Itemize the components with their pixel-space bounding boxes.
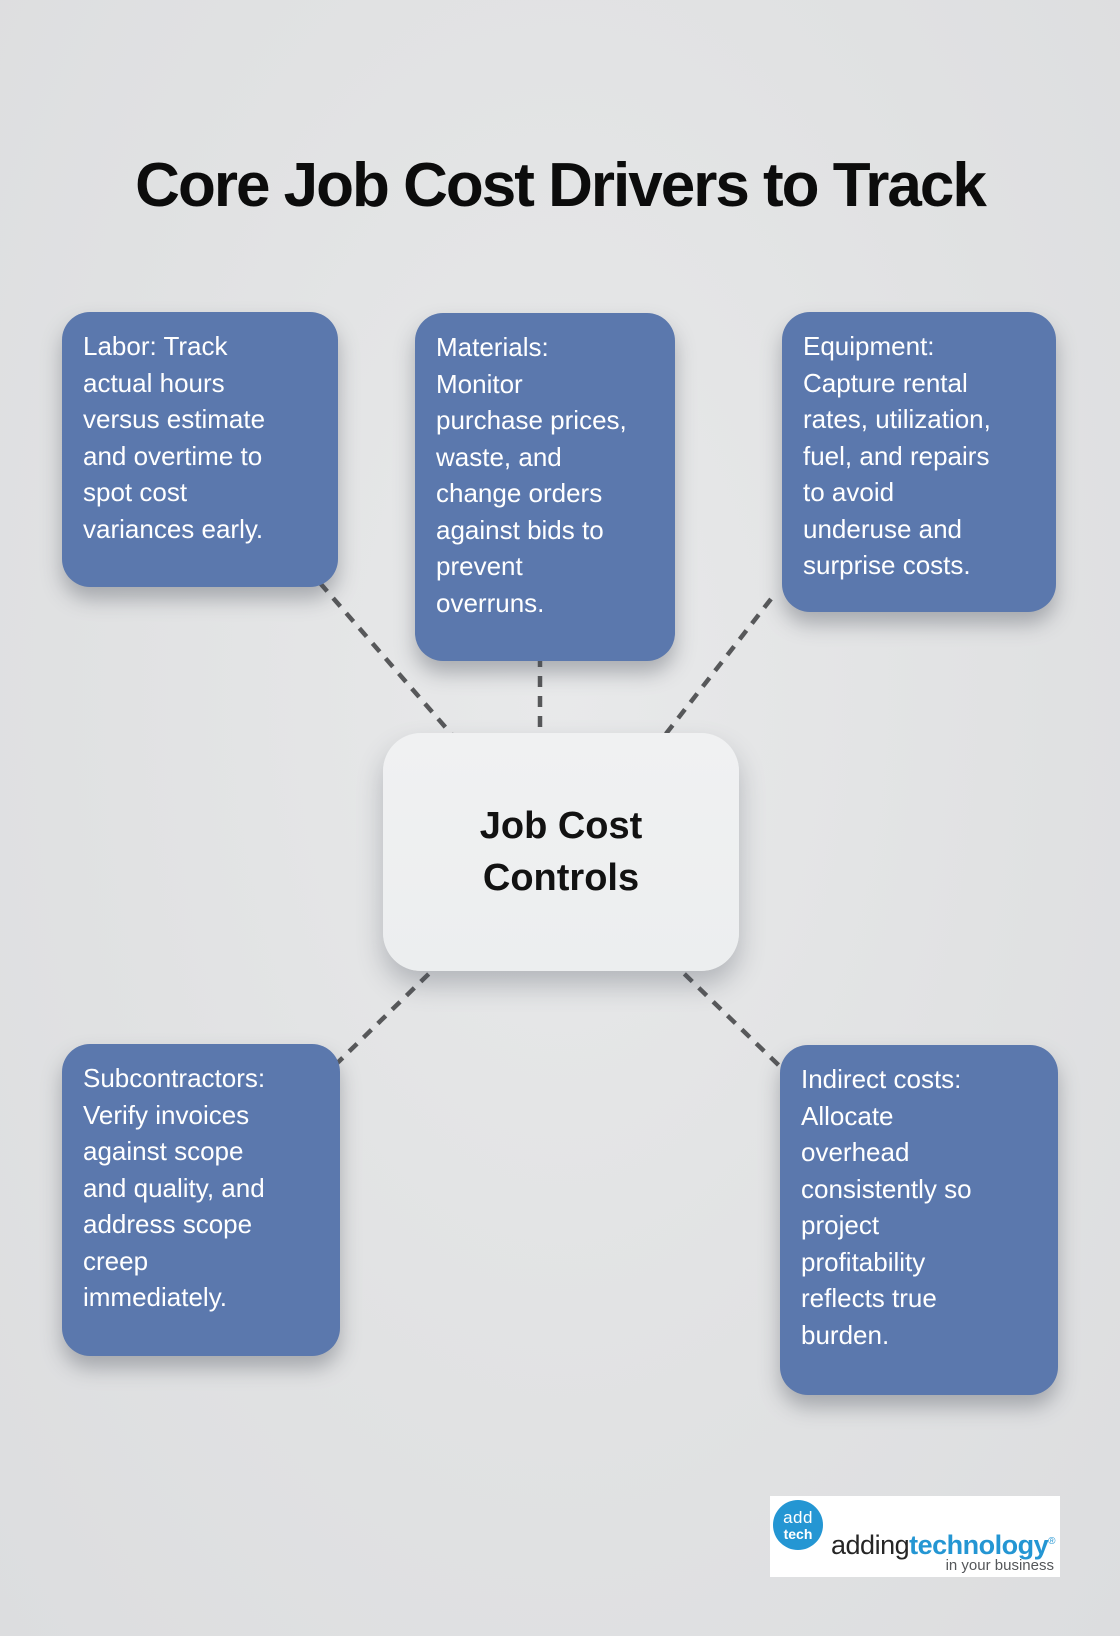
node-subcontractors: Subcontractors: Verify invoices against … [62, 1044, 340, 1356]
logo-brand-adding: adding [831, 1530, 910, 1560]
connector-equipment-center [656, 597, 773, 746]
logo-circle-text-add: add [783, 1508, 813, 1527]
addingtechnology-logo: add tech addingtechnology® in your busin… [770, 1496, 1060, 1577]
page-title: Core Job Cost Drivers to Track [135, 150, 987, 220]
addtech-circle-logo: add tech [773, 1500, 823, 1550]
logo-brand-text: addingtechnology® [831, 1530, 1055, 1561]
center-node-job-cost-controls: Job Cost Controls [383, 733, 739, 971]
node-equipment: Equipment: Capture rental rates, utiliza… [782, 312, 1056, 612]
connector-indirect-center [668, 958, 796, 1082]
logo-brand-technology: technology [909, 1530, 1049, 1560]
node-materials: Materials: Monitor purchase prices, wast… [415, 313, 675, 661]
connector-labor-center [318, 581, 462, 746]
logo-tagline: in your business [945, 1557, 1054, 1574]
node-indirect-costs: Indirect costs: Allocate overhead consis… [780, 1045, 1058, 1395]
registered-trademark-icon: ® [1048, 1536, 1055, 1547]
logo-circle-text-tech: tech [783, 1526, 813, 1542]
connector-subcontractors-center [324, 958, 445, 1076]
node-labor: Labor: Track actual hours versus estimat… [62, 312, 338, 587]
